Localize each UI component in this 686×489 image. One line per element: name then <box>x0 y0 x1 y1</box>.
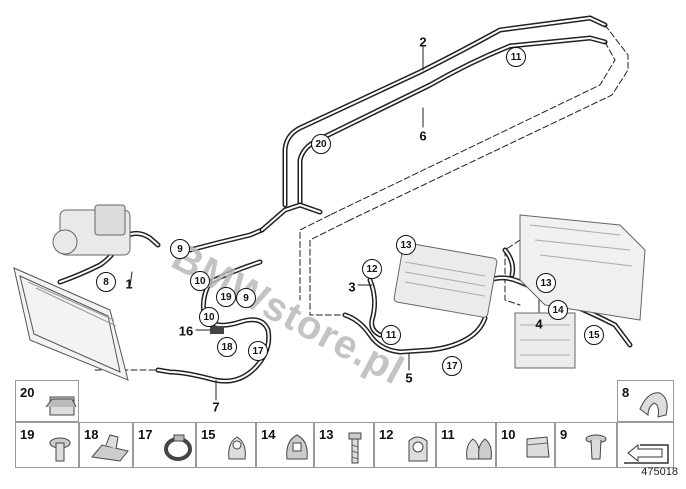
circle-17-left: 17 <box>248 341 268 361</box>
part-cell-19[interactable]: 19 <box>15 422 79 468</box>
part-cell-10[interactable]: 10 <box>496 422 555 468</box>
part-number: 9 <box>560 427 568 442</box>
part-cell-9[interactable]: 9 <box>555 422 617 468</box>
part-cell-17[interactable]: 17 <box>133 422 196 468</box>
screw-icon <box>49 437 71 462</box>
circle-20: 20 <box>311 134 331 154</box>
clip-icon <box>408 436 428 462</box>
double-clip-icon <box>466 438 492 460</box>
callout-5: 5 <box>405 370 413 386</box>
circle-17-right: 17 <box>442 356 462 376</box>
part-number: 17 <box>138 427 153 442</box>
circle-8: 8 <box>96 272 116 292</box>
callout-6: 6 <box>419 128 427 144</box>
clip-icon <box>286 434 308 460</box>
circle-18: 18 <box>217 337 237 357</box>
part-number: 13 <box>319 427 334 442</box>
part-number: 15 <box>201 427 216 442</box>
part-cell-20[interactable]: 20 <box>15 380 79 422</box>
circle-13-right: 13 <box>536 273 556 293</box>
circle-9-upper: 9 <box>170 239 190 259</box>
part-number: 18 <box>84 427 99 442</box>
callout-4: 4 <box>535 316 543 332</box>
circle-10-lower: 10 <box>199 307 219 327</box>
clip-holder-icon <box>45 396 77 416</box>
part-number: 10 <box>501 427 516 442</box>
circle-10-upper: 10 <box>190 271 210 291</box>
expanding-rivet-icon <box>585 434 607 460</box>
callout-3: 3 <box>348 279 356 295</box>
part-cell-15[interactable]: 15 <box>196 422 256 468</box>
callout-7: 7 <box>212 399 220 415</box>
document-number: 475018 <box>641 466 678 478</box>
part-number: 11 <box>441 427 455 442</box>
part-cell-14[interactable]: 14 <box>256 422 314 468</box>
circle-19: 19 <box>216 287 236 307</box>
callout-2: 2 <box>419 34 427 50</box>
circle-13-center: 13 <box>396 235 416 255</box>
part-cell-11[interactable]: 11 <box>436 422 496 468</box>
circle-12: 12 <box>362 259 382 279</box>
part-cell-symbol <box>617 422 674 468</box>
part-cell-18[interactable]: 18 <box>79 422 133 468</box>
circle-11-lower: 11 <box>381 325 401 345</box>
bracket-clip-icon <box>639 392 668 418</box>
part-number: 14 <box>261 427 276 442</box>
holder-bracket-icon <box>91 434 129 462</box>
part-cell-12[interactable]: 12 <box>374 422 436 468</box>
holder-icon <box>526 436 550 458</box>
part-cell-13[interactable]: 13 <box>314 422 374 468</box>
circle-9-lower: 9 <box>236 288 256 308</box>
part-number: 20 <box>20 385 35 400</box>
bolt-icon <box>348 432 362 464</box>
part-number: 19 <box>20 427 35 442</box>
part-cell-8[interactable]: 8 <box>617 380 674 422</box>
callout-1: 1 <box>125 276 133 292</box>
part-number: 8 <box>622 385 630 400</box>
hose-clamp-icon <box>164 434 192 461</box>
clip-icon <box>228 436 246 460</box>
arrow-symbol-icon <box>624 443 669 464</box>
callout-16: 16 <box>178 323 194 339</box>
circle-15: 15 <box>584 325 604 345</box>
part-number: 12 <box>379 427 394 442</box>
circle-11-top: 11 <box>506 47 526 67</box>
circle-14: 14 <box>548 300 568 320</box>
